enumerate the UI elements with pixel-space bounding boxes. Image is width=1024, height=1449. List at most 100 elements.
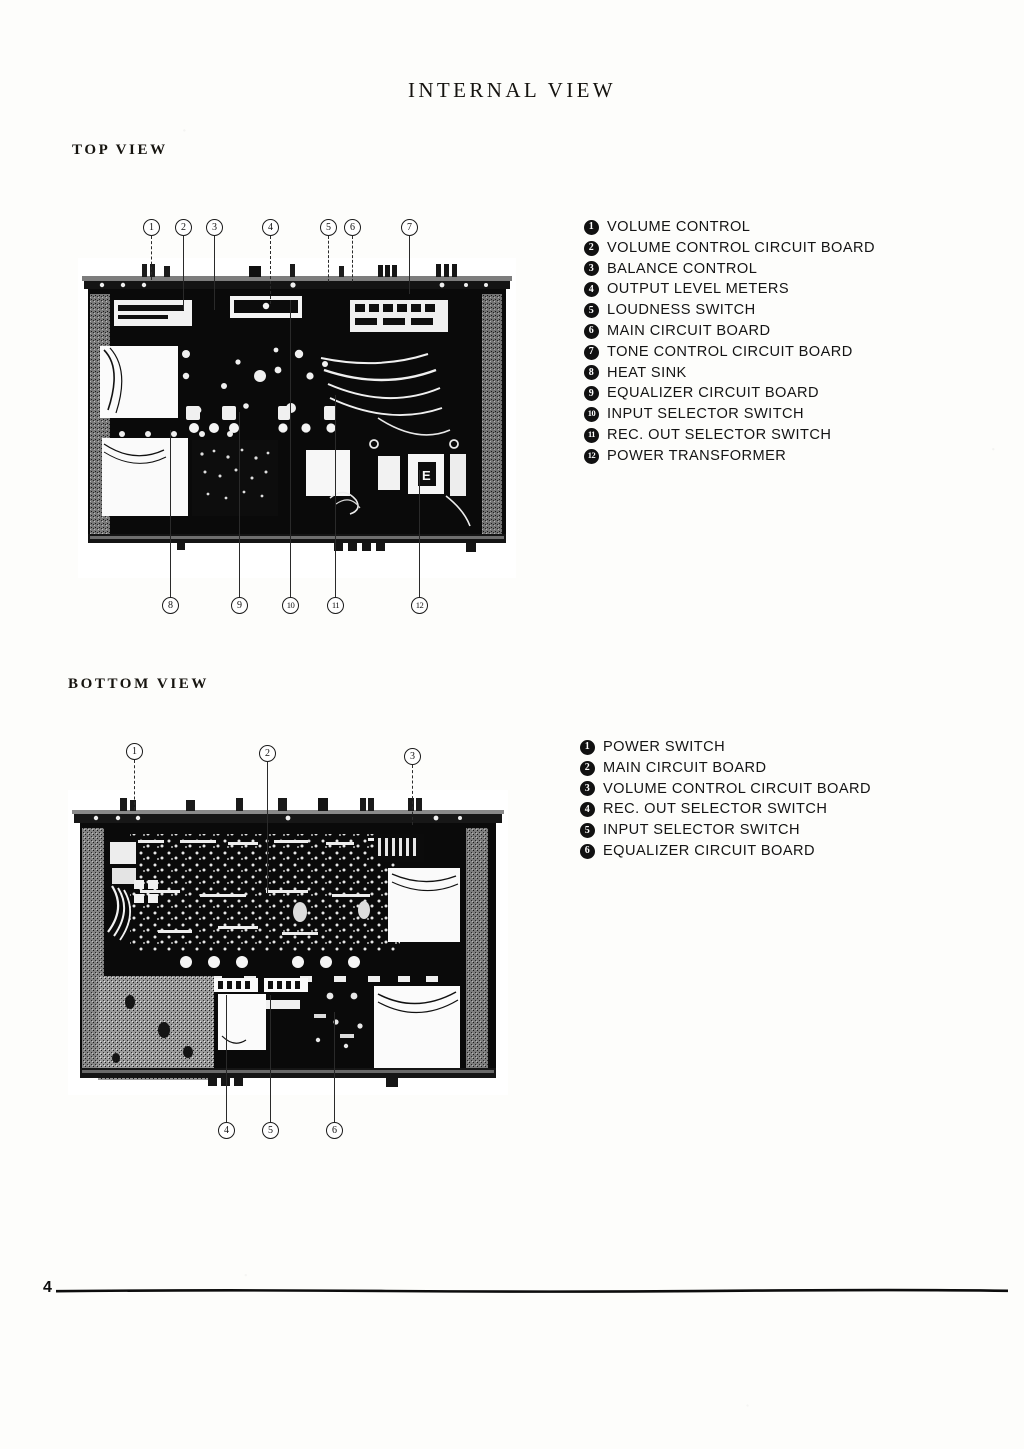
section-heading-top-view: TOP VIEW: [72, 142, 168, 158]
callout-leader: [419, 470, 420, 597]
legend-label: POWER SWITCH: [603, 739, 726, 756]
legend-label: MAIN CIRCUIT BOARD: [607, 323, 771, 340]
legend-item: 6 EQUALIZER CIRCUIT BOARD: [580, 841, 871, 862]
callout-marker-b1: 1: [126, 743, 143, 760]
legend-marker: 5: [580, 823, 595, 839]
legend-marker: 4: [580, 802, 595, 818]
callout-leader: [151, 236, 152, 280]
legend-label: REC. OUT SELECTOR SWITCH: [603, 801, 828, 818]
legend-marker: 3: [580, 781, 595, 797]
legend-label: HEAT SINK: [607, 364, 687, 381]
legend-item: 9 EQUALIZER CIRCUIT BOARD: [584, 383, 875, 404]
page-title: INTERNAL VIEW: [407, 78, 617, 102]
legend-marker: 1: [584, 219, 599, 235]
legend-marker: 6: [584, 323, 599, 339]
legend-label: REC. OUT SELECTOR SWITCH: [607, 427, 832, 444]
callout-leader: [334, 1012, 335, 1122]
legend-marker: 3: [584, 261, 599, 277]
legend-item: 11 REC. OUT SELECTOR SWITCH: [584, 425, 875, 446]
callout-leader: [170, 430, 171, 597]
legend-item: 12 POWER TRANSFORMER: [584, 446, 875, 467]
callout-marker-b5: 5: [262, 1122, 279, 1139]
callout-marker-12: 12: [411, 597, 428, 614]
legend-label: INPUT SELECTOR SWITCH: [603, 822, 801, 839]
callout-marker-10: 10: [282, 597, 299, 614]
callout-marker-3: 3: [206, 219, 223, 236]
legend-label: LOUDNESS SWITCH: [607, 302, 756, 319]
legend-label: EQUALIZER CIRCUIT BOARD: [607, 385, 819, 402]
svg-text:E: E: [422, 468, 431, 483]
legend-label: OUTPUT LEVEL METERS: [607, 281, 790, 298]
callout-marker-6: 6: [344, 219, 361, 236]
legend-marker: 10: [584, 407, 599, 423]
top-view-illustration: E: [78, 258, 516, 578]
legend-marker: 11: [584, 427, 599, 443]
legend-item: 6 MAIN CIRCUIT BOARD: [584, 321, 875, 342]
legend-label: MAIN CIRCUIT BOARD: [603, 759, 767, 776]
legend-item: 1 VOLUME CONTROL: [584, 217, 875, 238]
legend-marker: 8: [584, 365, 599, 381]
legend-item: 5 INPUT SELECTOR SWITCH: [580, 820, 871, 841]
legend-marker: 1: [580, 739, 595, 755]
legend-item: 5 LOUDNESS SWITCH: [584, 300, 875, 321]
legend-item: 2 MAIN CIRCUIT BOARD: [580, 758, 871, 779]
callout-leader: [335, 395, 336, 597]
top-view-photograph: E: [78, 258, 516, 578]
legend-item: 7 TONE CONTROL CIRCUIT BOARD: [584, 342, 875, 363]
section-heading-bottom-view: BOTTOM VIEW: [68, 676, 209, 692]
callout-leader: [328, 236, 329, 282]
page-number: 4: [43, 1279, 52, 1296]
callout-marker-4: 4: [262, 219, 279, 236]
callout-marker-9: 9: [231, 597, 248, 614]
legend-item: 4 REC. OUT SELECTOR SWITCH: [580, 799, 871, 820]
callout-marker-b6: 6: [326, 1122, 343, 1139]
legend-label: EQUALIZER CIRCUIT BOARD: [603, 843, 815, 860]
callout-marker-2: 2: [175, 219, 192, 236]
legend-marker: 4: [584, 282, 599, 298]
bottom-view-illustration: [68, 790, 508, 1095]
legend-label: BALANCE CONTROL: [607, 260, 758, 277]
legend-label: TONE CONTROL CIRCUIT BOARD: [607, 343, 853, 360]
legend-marker: 9: [584, 386, 599, 402]
legend-item: 1 POWER SWITCH: [580, 737, 871, 758]
legend-label: POWER TRANSFORMER: [607, 447, 787, 464]
callout-leader: [270, 995, 271, 1122]
callout-leader: [134, 760, 135, 810]
callout-marker-7: 7: [401, 219, 418, 236]
callout-marker-b3: 3: [404, 748, 421, 765]
legend-marker: 5: [584, 303, 599, 319]
legend-marker: 12: [584, 448, 599, 464]
callout-marker-5: 5: [320, 219, 337, 236]
legend-item: 3 BALANCE CONTROL: [584, 259, 875, 280]
callout-leader: [270, 236, 271, 304]
callout-marker-11: 11: [327, 597, 344, 614]
callout-leader: [226, 995, 227, 1122]
legend-marker: 7: [584, 344, 599, 360]
legend-item: 8 HEAT SINK: [584, 363, 875, 384]
legend-top-view: 1 VOLUME CONTROL 2 VOLUME CONTROL CIRCUI…: [584, 217, 875, 467]
callout-leader: [267, 762, 268, 894]
legend-item: 4 OUTPUT LEVEL METERS: [584, 279, 875, 300]
legend-item: 2 VOLUME CONTROL CIRCUIT BOARD: [584, 238, 875, 259]
legend-marker: 2: [580, 760, 595, 776]
legend-label: VOLUME CONTROL CIRCUIT BOARD: [603, 780, 872, 797]
callout-leader: [412, 765, 413, 825]
callout-leader: [409, 236, 410, 294]
legend-label: VOLUME CONTROL: [607, 219, 751, 236]
legend-item: 10 INPUT SELECTOR SWITCH: [584, 404, 875, 425]
callout-marker-8: 8: [162, 597, 179, 614]
footer-rule: [56, 1288, 1008, 1293]
legend-bottom-view: 1 POWER SWITCH 2 MAIN CIRCUIT BOARD 3 VO…: [580, 737, 871, 862]
legend-marker: 6: [580, 843, 595, 859]
callout-leader: [352, 236, 353, 282]
legend-label: INPUT SELECTOR SWITCH: [607, 406, 805, 423]
callout-leader: [239, 412, 240, 597]
callout-leader: [290, 300, 291, 597]
legend-label: VOLUME CONTROL CIRCUIT BOARD: [607, 239, 876, 256]
callout-leader: [214, 236, 215, 310]
legend-marker: 2: [584, 240, 599, 256]
legend-item: 3 VOLUME CONTROL CIRCUIT BOARD: [580, 779, 871, 800]
bottom-view-photograph: [68, 790, 508, 1095]
callout-marker-b2: 2: [259, 745, 276, 762]
callout-marker-1: 1: [143, 219, 160, 236]
